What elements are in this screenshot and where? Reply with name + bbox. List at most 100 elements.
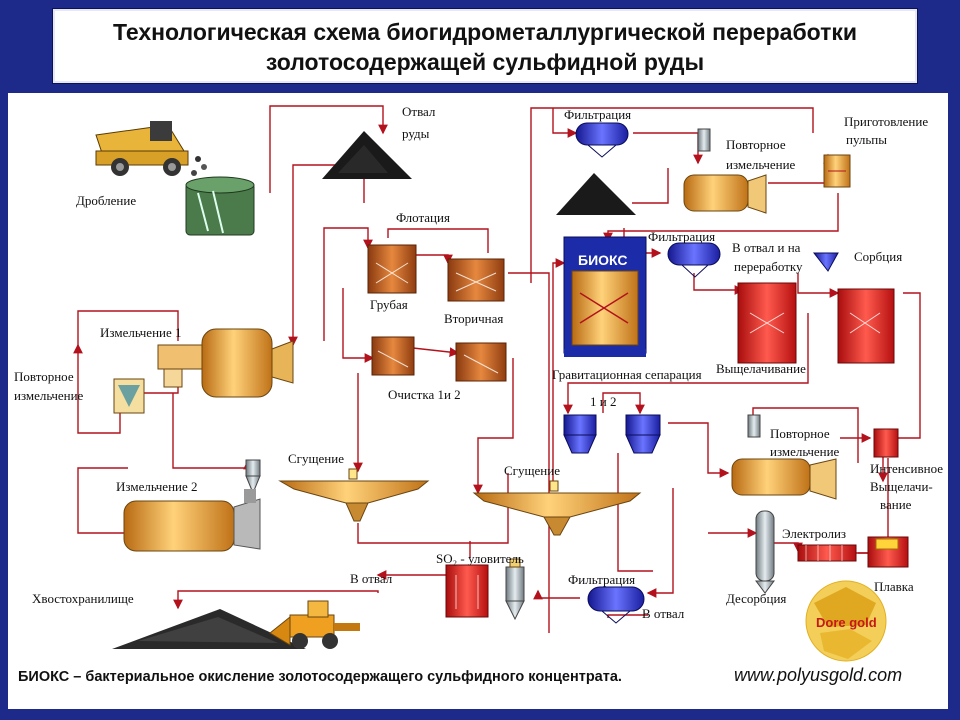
pulp-prep-tank-icon	[823, 154, 851, 188]
label-filtration-mid: Фильтрация	[648, 229, 715, 244]
label-regrind-left-1: Повторное	[14, 369, 74, 384]
label-pulp-prep-1: Приготовление	[844, 114, 928, 129]
flow-top-loop	[530, 107, 814, 283]
footer-band	[8, 663, 948, 709]
smelting-crucible-icon	[867, 536, 909, 568]
flow-thickener-left-out	[357, 473, 509, 544]
flow-leach-to-filtration-bottom	[646, 488, 674, 598]
so2-catcher-icon	[445, 558, 525, 621]
flow-feed-grinding1	[77, 310, 179, 345]
flow-filtration-bottom-to-so2	[533, 589, 580, 600]
label-leaching: Выщелачивание	[716, 361, 806, 376]
concentrate-pile-icon	[556, 173, 636, 215]
label-stage-1-2: 1 и 2	[590, 394, 616, 409]
label-thickening-left: Сгущение	[288, 451, 344, 466]
flow-cleaning-link	[412, 347, 460, 357]
footer-url[interactable]: www.polyusgold.com	[734, 665, 903, 685]
desorption-column-icon	[755, 510, 775, 594]
flow-sorption-to-gravity	[563, 313, 809, 415]
flow-gravity-to-regrind-right	[668, 422, 730, 478]
flow-flotation-return	[473, 358, 514, 495]
diagram-canvas: Дробление Отвал руды Флотация Грубая Вто…	[8, 93, 948, 709]
flow-gravity-link	[602, 392, 645, 415]
biox-tank-icon	[563, 236, 647, 357]
label-filtration-top: Фильтрация	[564, 107, 631, 122]
labels: Дробление Отвал руды Флотация Грубая Вто…	[14, 104, 943, 630]
label-regrind-right-2: измельчение	[770, 444, 840, 459]
flow-crusher-to-ore-dump	[269, 105, 388, 193]
label-pulp-prep-2: пульпы	[846, 132, 887, 147]
flow-gravity-down	[617, 453, 653, 572]
ball-mill-2-icon	[123, 489, 261, 552]
crusher-icon	[185, 176, 255, 236]
label-sorption: Сорбция	[854, 249, 902, 264]
label-crushing: Дробление	[76, 193, 136, 208]
flow-desorption-to-electrolysis	[773, 542, 803, 553]
thickener-left-icon	[278, 468, 430, 522]
flow-to-tailings	[173, 590, 379, 610]
ore-pile-icon	[322, 131, 412, 179]
truck-icon	[95, 121, 207, 176]
label-electrolysis: Электролиз	[782, 526, 846, 541]
regrind-top-mill-icon	[683, 128, 767, 214]
label-flotation: Флотация	[396, 210, 450, 225]
label-secondary: Вторичная	[444, 311, 503, 326]
label-to-dump-processing-2: переработку	[734, 259, 803, 274]
footer-text: БИОКС – бактериальное окисление золотосо…	[18, 669, 622, 685]
flow-pulp-to-biox	[603, 193, 839, 243]
tailings-pile-icon	[112, 609, 306, 649]
flow-rough-to-cleaning	[342, 288, 375, 363]
electrolysis-cell-icon	[797, 544, 857, 562]
diagram-title-line-2: золотосодержащей сульфидной руды	[265, 49, 705, 75]
sorption-tank-icon	[812, 252, 895, 364]
label-to-dump-2: В отвал	[642, 606, 685, 621]
label-to-dump-1: В отвал	[350, 571, 393, 586]
label-biox: БИОКС	[578, 252, 628, 268]
label-tailings: Хвостохранилище	[32, 591, 134, 606]
label-rough: Грубая	[370, 297, 408, 312]
label-so2-catcher: SO₂ - уловитель	[436, 551, 524, 566]
label-intensive-leach-2: Выщелачи-	[870, 479, 933, 494]
title-box: Технологическая схема биогидрометаллурги…	[52, 8, 918, 84]
filter-mid-icon	[667, 242, 721, 278]
regrind-left-icon	[113, 378, 145, 414]
flow-to-filtration-top	[552, 108, 578, 138]
bulldozer-icon	[269, 600, 360, 649]
label-regrind-top-2: измельчение	[726, 157, 796, 172]
label-to-dump-processing-1: В отвал и на	[732, 240, 801, 255]
thickener-mid-icon	[472, 480, 642, 536]
leaching-tank-icon	[737, 282, 797, 364]
label-smelting: Плавка	[874, 579, 914, 594]
label-intensive-leach-1: Интенсивное	[870, 461, 943, 476]
flow-flotation-top-loop	[387, 228, 489, 253]
flow-pile-to-regrind	[632, 168, 669, 204]
diagram-title-line-1: Технологическая схема биогидрометаллурги…	[112, 19, 858, 45]
process-flow-diagram: Дробление Отвал руды Флотация Грубая Вто…	[14, 104, 943, 662]
label-grinding1: Измельчение 1	[100, 325, 182, 340]
regrind-right-mill-icon	[731, 414, 837, 500]
label-cleaning: Очистка 1и 2	[388, 387, 461, 402]
label-dore-gold: Dore gold	[816, 615, 877, 630]
filter-top-icon	[575, 122, 629, 158]
label-thickening-mid: Сгущение	[504, 463, 560, 478]
flow-ore-dump-to-grinding1	[288, 164, 365, 347]
label-intensive-leach-3: вание	[880, 497, 912, 512]
flow-leaching-to-sorption	[797, 273, 840, 298]
label-desorption: Десорбция	[726, 591, 786, 606]
label-regrind-top-1: Повторное	[726, 137, 786, 152]
flow-grinding-to-flotation	[323, 227, 373, 341]
flow-filtration-to-leaching	[693, 273, 745, 295]
label-gravity-separation: Гравитационная сепарация	[552, 367, 702, 382]
flotation-cell-icon	[367, 244, 507, 382]
label-filtration-bottom: Фильтрация	[568, 572, 635, 587]
label-grinding2: Измельчение 2	[116, 479, 198, 494]
flow-rough-to-secondary	[416, 254, 453, 265]
label-regrind-right-1: Повторное	[770, 426, 830, 441]
flow-filtration-top-to-regrind	[633, 132, 703, 165]
label-ore-dump-1: Отвал	[402, 104, 436, 119]
gold-logo-icon	[805, 580, 887, 662]
label-ore-dump-2: руды	[402, 126, 430, 141]
flow-filtration-bottom-to-dump	[607, 614, 648, 618]
cyclone-icon	[245, 459, 261, 495]
